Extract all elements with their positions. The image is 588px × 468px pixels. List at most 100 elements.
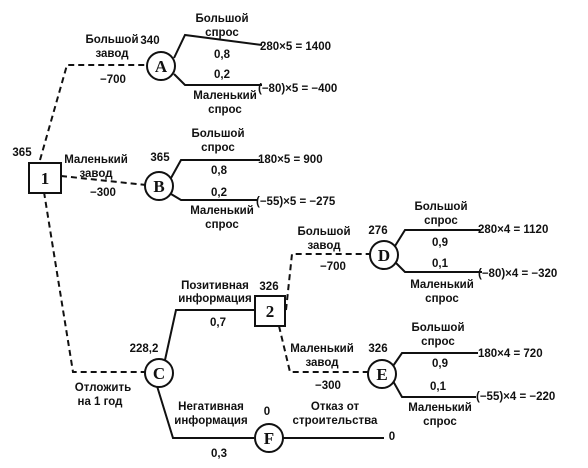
edge-B-low [170, 193, 258, 201]
svg-text:0,3: 0,3 [211, 448, 227, 460]
svg-text:Маленький: Маленький [193, 90, 257, 102]
svg-text:завод: завод [305, 357, 339, 369]
label-B-low: 0,2 Маленький спрос (−55)×5 = −275 [190, 187, 336, 231]
svg-text:0,9: 0,9 [432, 358, 448, 370]
svg-text:180×4 = 720: 180×4 = 720 [478, 348, 543, 360]
label-A-low: 0,2 Маленький спрос (−80)×5 = −400 [193, 69, 337, 116]
svg-text:Негативная: Негативная [178, 401, 244, 413]
svg-text:0,2: 0,2 [214, 69, 230, 81]
svg-text:F: F [264, 429, 274, 448]
svg-text:Маленький: Маленький [190, 205, 254, 217]
label-small-plant: Маленький завод −300 [64, 154, 128, 199]
svg-text:спрос: спрос [208, 104, 242, 116]
edge-A-low [173, 73, 262, 86]
node-C-value: 228,2 [130, 343, 159, 355]
edge-1-to-A [39, 64, 148, 161]
edge-2-to-E [278, 325, 370, 373]
svg-text:(−55)×5 = −275: (−55)×5 = −275 [256, 196, 336, 208]
svg-text:завод: завод [79, 168, 113, 180]
chance-node-D: D [369, 240, 399, 270]
svg-text:Большой: Большой [191, 128, 244, 140]
svg-text:280×5 = 1400: 280×5 = 1400 [260, 41, 331, 53]
svg-text:спрос: спрос [205, 219, 239, 231]
svg-text:Отложить: Отложить [75, 382, 131, 394]
decision-node-1: 1 [28, 162, 62, 194]
svg-text:спрос: спрос [421, 336, 455, 348]
svg-text:E: E [376, 365, 387, 384]
label-big-plant: Большой завод −700 [85, 34, 138, 86]
chance-node-E: E [367, 359, 397, 389]
svg-text:Маленький: Маленький [64, 154, 128, 166]
edge-1-to-C [43, 191, 146, 373]
node-B-value: 365 [150, 152, 170, 164]
label-big-plant-2: Большой завод −700 [297, 226, 350, 273]
svg-text:информация: информация [178, 293, 251, 305]
label-B-high: Большой спрос 0,8 180×5 = 900 [191, 128, 322, 177]
svg-text:1: 1 [41, 169, 50, 188]
svg-text:0,1: 0,1 [432, 258, 449, 270]
edge-C-to-F [156, 385, 254, 439]
svg-text:−700: −700 [100, 74, 126, 86]
node-D-value: 276 [368, 225, 387, 237]
svg-text:на 1 год: на 1 год [78, 396, 124, 408]
svg-text:Большой: Большой [411, 322, 464, 334]
node-2-value: 326 [259, 281, 278, 293]
edge-C-to-2 [164, 309, 255, 361]
svg-text:0,7: 0,7 [210, 317, 226, 329]
svg-text:спрос: спрос [424, 215, 458, 227]
svg-text:(−55)×4 = −220: (−55)×4 = −220 [476, 391, 555, 403]
edge-E-high [392, 352, 478, 367]
svg-text:завод: завод [307, 240, 341, 252]
label-C-negative: Негативная информация 0,3 [174, 401, 247, 460]
svg-text:спрос: спрос [205, 27, 239, 39]
edge-E-low [392, 380, 476, 398]
svg-text:Маленький: Маленький [410, 279, 474, 291]
svg-text:спрос: спрос [425, 293, 459, 305]
svg-text:спрос: спрос [201, 142, 235, 154]
svg-text:0,8: 0,8 [211, 165, 228, 177]
svg-text:(−80)×4 = −320: (−80)×4 = −320 [478, 268, 557, 280]
decision-node-2: 2 [254, 295, 286, 327]
svg-text:0: 0 [389, 431, 395, 443]
svg-text:информация: информация [174, 415, 247, 427]
edge-D-low [394, 261, 482, 273]
label-A-high: Большой спрос 0,8 280×5 = 1400 [195, 13, 331, 61]
node-E-value: 326 [368, 343, 387, 355]
edge-A-high [173, 33, 263, 59]
svg-text:0,9: 0,9 [432, 237, 448, 249]
svg-text:спрос: спрос [423, 416, 457, 428]
svg-text:0,8: 0,8 [214, 49, 231, 61]
edge-D-high [394, 229, 480, 247]
svg-text:завод: завод [95, 48, 129, 60]
svg-text:0,1: 0,1 [430, 381, 447, 393]
label-E-low: 0,1 Маленький спрос (−55)×4 = −220 [408, 381, 555, 428]
chance-node-A: A [146, 51, 176, 81]
svg-text:строительства: строительства [293, 415, 378, 427]
svg-text:−700: −700 [320, 261, 346, 273]
svg-text:(−80)×5 = −400: (−80)×5 = −400 [258, 83, 337, 95]
label-refuse: Отказ от строительства 0 [293, 401, 396, 443]
svg-text:180×5 = 900: 180×5 = 900 [258, 154, 323, 166]
svg-text:B: B [153, 177, 164, 196]
edge-B-high [170, 159, 260, 179]
svg-text:Маленький: Маленький [290, 343, 354, 355]
svg-text:−300: −300 [90, 187, 116, 199]
node-A-value: 340 [140, 35, 159, 47]
edge-1-to-B [60, 175, 147, 186]
chance-node-C: C [144, 358, 174, 388]
svg-text:D: D [378, 246, 390, 265]
chance-node-F: F [254, 423, 284, 453]
svg-text:2: 2 [266, 302, 275, 321]
svg-text:−300: −300 [315, 380, 341, 392]
svg-text:0,2: 0,2 [211, 187, 227, 199]
svg-text:Маленький: Маленький [408, 402, 472, 414]
svg-text:Большой: Большой [195, 13, 248, 25]
label-postpone: Отложить на 1 год [75, 382, 131, 408]
svg-text:A: A [155, 57, 168, 76]
label-small-plant-2: Маленький завод −300 [290, 343, 354, 392]
svg-text:Отказ от: Отказ от [311, 401, 360, 413]
label-D-high: Большой спрос 0,9 280×4 = 1120 [414, 201, 548, 249]
svg-text:C: C [153, 364, 165, 383]
